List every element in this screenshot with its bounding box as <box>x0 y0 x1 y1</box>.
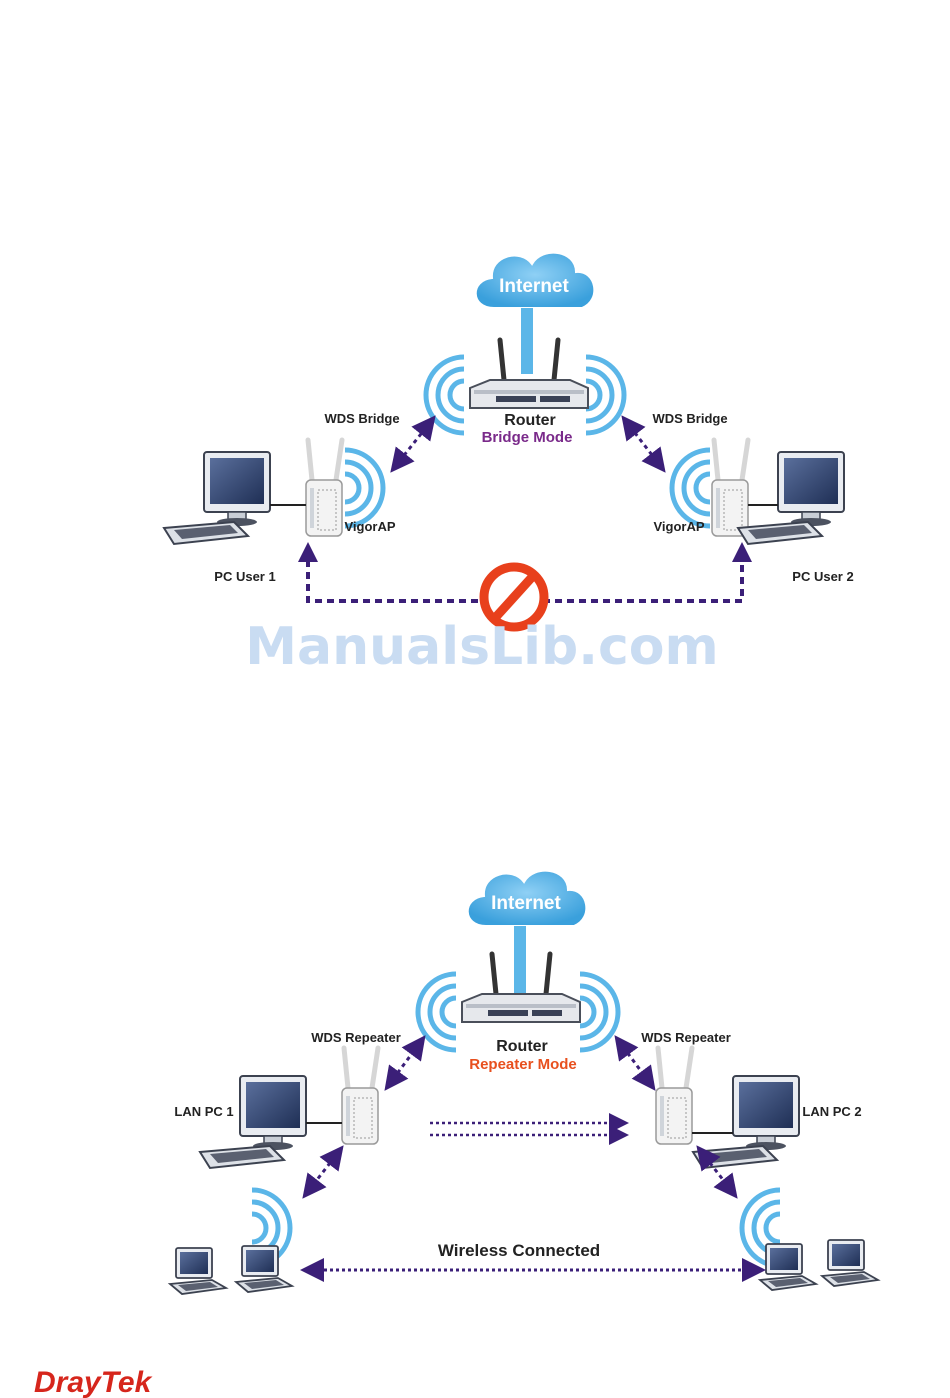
internet-label: Internet <box>499 276 569 297</box>
internet-link <box>521 308 533 374</box>
mode-label: Repeater Mode <box>469 1056 577 1073</box>
ap-to-laptops-left-arrow <box>306 1150 340 1194</box>
router-label: Router <box>504 412 556 429</box>
wireless-connected-label: Wireless Connected <box>438 1241 600 1260</box>
router-waves-right-icon <box>586 357 624 433</box>
lan-pc-1-icon <box>200 1076 306 1168</box>
laptop-icon <box>822 1240 878 1286</box>
router-waves-right-icon <box>580 974 618 1050</box>
lan-pc-2-icon <box>693 1076 799 1168</box>
wds-link-right-arrow <box>618 1040 652 1086</box>
bridge-mode-diagram: Internet Router Bridge Mode WDS Bridge W… <box>164 253 854 627</box>
wds-bridge-right-label: WDS Bridge <box>652 411 727 426</box>
ap-right-waves-icon <box>672 450 710 526</box>
wds-bridge-left-label: WDS Bridge <box>324 411 399 426</box>
lan-pc-1-label: LAN PC 1 <box>174 1104 233 1119</box>
wds-link-left-arrow <box>394 420 432 468</box>
mode-label: Bridge Mode <box>482 429 573 446</box>
laptop-icon <box>170 1248 226 1294</box>
lan-pc-2-label: LAN PC 2 <box>802 1104 861 1119</box>
wds-link-left-arrow <box>388 1040 422 1086</box>
vigorap-right-label: VigorAP <box>653 519 704 534</box>
wds-repeater-left-label: WDS Repeater <box>311 1030 401 1045</box>
wds-repeater-right-label: WDS Repeater <box>641 1030 731 1045</box>
repeater-mode-diagram: Internet Router Repeater Mode WDS Repeat… <box>170 871 878 1294</box>
repeater-right-ap-icon <box>656 1048 692 1144</box>
internet-label: Internet <box>491 893 561 914</box>
pc-user-1-icon <box>164 452 270 544</box>
blocked-path-arrow-right-icon <box>732 542 752 562</box>
pc-user-2-label: PC User 2 <box>792 569 853 584</box>
pc-user-1-label: PC User 1 <box>214 569 275 584</box>
router-label: Router <box>496 1038 548 1055</box>
vigorap-left-label: VigorAP <box>344 519 395 534</box>
repeater-left-ap-icon <box>342 1048 378 1144</box>
laptop-icon <box>760 1244 816 1290</box>
vigorap-right-icon <box>712 440 748 536</box>
draytek-logo: DrayTek <box>34 1366 153 1398</box>
router-waves-left-icon <box>418 974 456 1050</box>
watermark-text: ManualsLib.com <box>245 617 718 677</box>
pc-user-2-icon <box>738 452 844 544</box>
blocked-path-arrow-left-icon <box>298 542 318 562</box>
wds-link-right-arrow <box>625 420 662 468</box>
vigorap-left-icon <box>306 440 342 536</box>
internet-link <box>514 926 526 994</box>
ap-left-waves-icon <box>345 450 383 526</box>
